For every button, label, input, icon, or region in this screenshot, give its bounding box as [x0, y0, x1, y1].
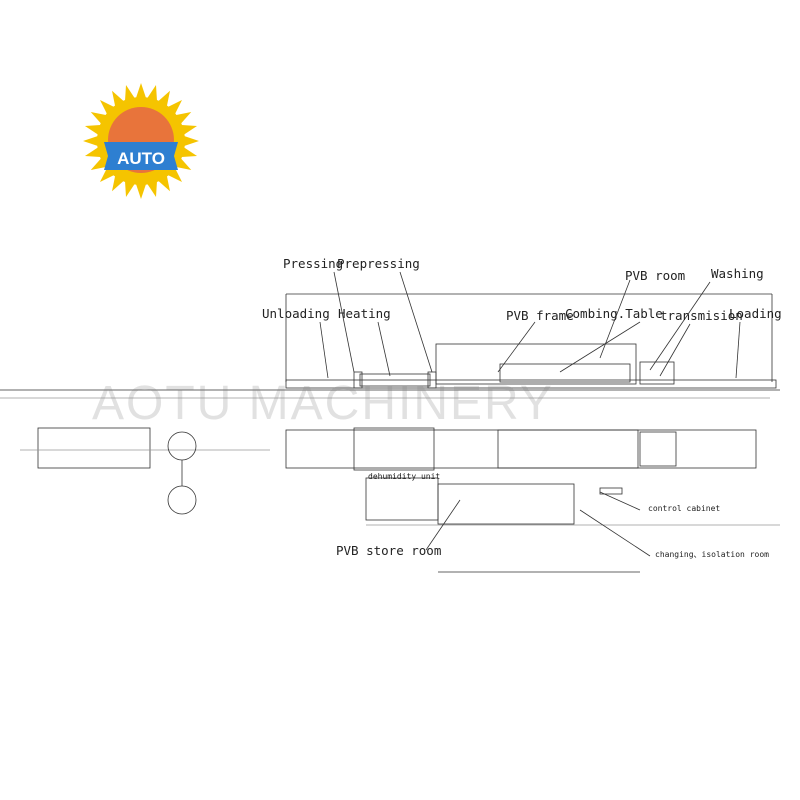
leader-changing — [579, 509, 651, 557]
sun-ray — [166, 99, 183, 116]
leader-pvb-frame — [497, 321, 536, 373]
leader-unloading — [319, 321, 329, 379]
sun-ray — [135, 182, 147, 199]
label-pressing: Pressing — [283, 256, 344, 271]
sun-ray — [135, 83, 147, 100]
label-pvb-store-room: PVB store room — [336, 543, 442, 558]
leader-prepressing — [399, 271, 433, 373]
label-pvb-room: PVB room — [625, 268, 686, 283]
press-unit-left — [353, 371, 363, 389]
leader-heating — [377, 321, 391, 377]
combing-plan — [497, 429, 639, 469]
label-heating: Heating — [338, 306, 391, 321]
line-conveyor-side — [285, 379, 777, 389]
pvb-room-enclosure — [435, 343, 637, 385]
auto-sun-logo: AUTO — [83, 83, 199, 199]
heating-oven-side — [359, 373, 431, 387]
watermark: AOTU MACHINERY — [92, 377, 554, 430]
leader-loading — [735, 321, 741, 379]
roller-bottom — [167, 485, 197, 515]
pvb-store-room-box — [437, 483, 575, 525]
sun-ray — [99, 166, 116, 183]
label-washing: Washing — [711, 266, 764, 281]
leader-washing — [649, 281, 711, 371]
label-dehumidity-unit: dehumidity unit — [368, 472, 441, 481]
sun-ray — [99, 99, 116, 116]
dehumidity-unit-box — [365, 477, 439, 521]
sun-ray — [166, 166, 183, 183]
leader-combing — [559, 321, 641, 373]
label-unloading: Unloading — [262, 306, 330, 321]
combing-table-side — [499, 363, 631, 383]
washing-machine-side — [639, 361, 675, 385]
leader-pressing — [333, 271, 355, 373]
leader-pvb-store — [425, 499, 461, 551]
line-conveyor-plan — [285, 429, 757, 469]
logo-banner — [104, 142, 178, 170]
leader-pvb-room — [599, 279, 631, 359]
logo-text: AUTO — [117, 149, 165, 168]
leader-control-cabinet — [599, 491, 641, 511]
label-pvb-frame: PVB frame — [506, 308, 574, 323]
label-changing-isolation-room: changing、isolation room — [655, 550, 769, 559]
label-prepressing: Prepressing — [337, 256, 420, 271]
label-combing-table: Combing.Table — [565, 306, 663, 321]
label-control-cabinet: control cabinet — [648, 504, 721, 513]
washing-plan — [639, 431, 677, 467]
control-cabinet-box — [599, 487, 623, 495]
label-transmision: transmision — [660, 308, 743, 323]
oven-plan — [353, 427, 435, 471]
sun-ray — [182, 135, 199, 147]
label-loading: Loading — [729, 306, 782, 321]
end-view-frame — [37, 427, 151, 469]
roller-top — [167, 431, 197, 461]
sun-ray — [83, 135, 100, 147]
leader-transmision — [659, 323, 691, 377]
